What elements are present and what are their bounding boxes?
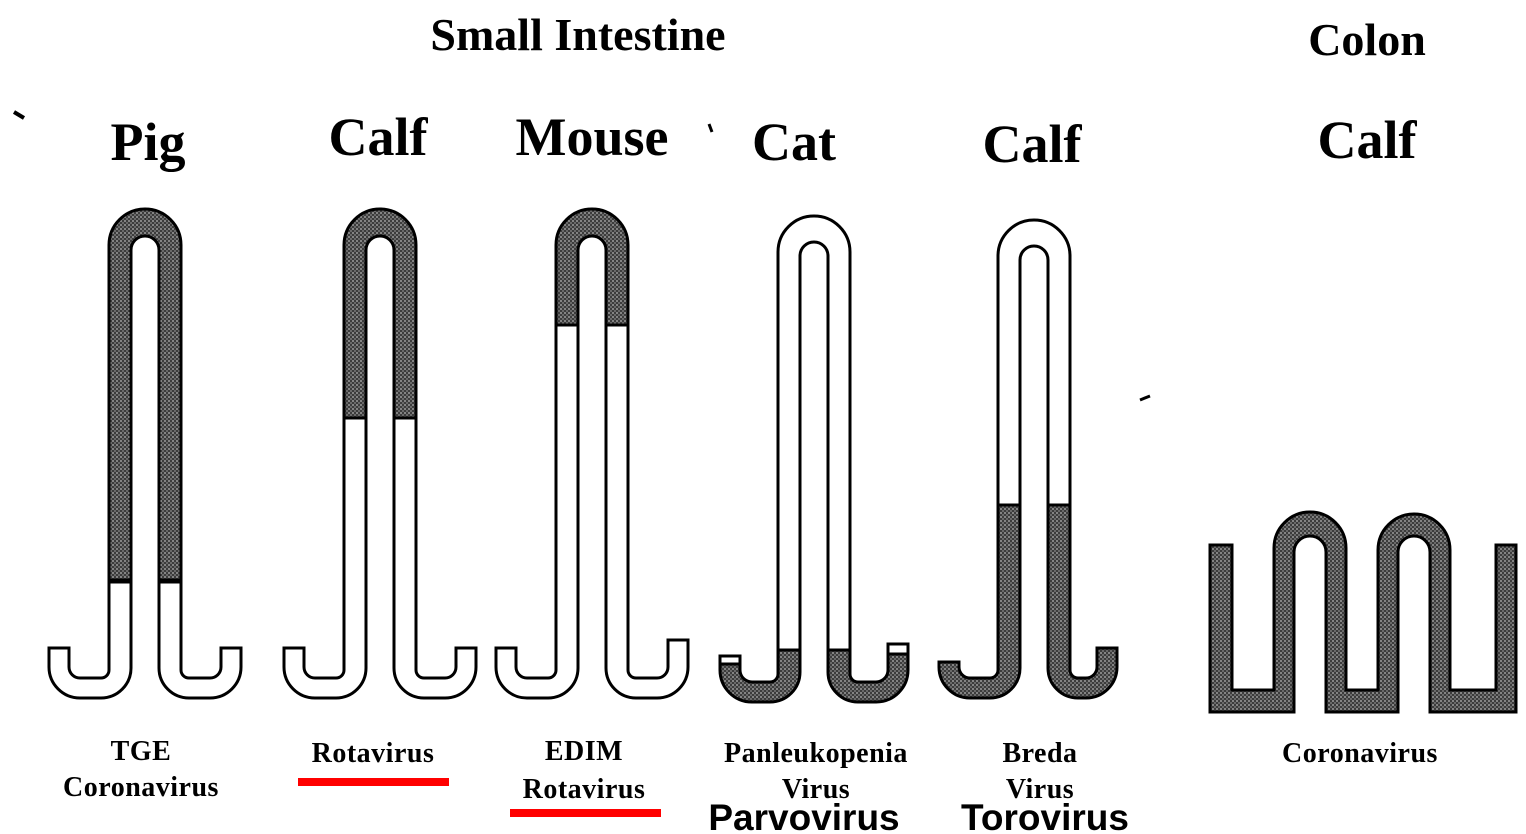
colon-calf-coronavirus — [1210, 512, 1516, 712]
scan-mark — [1140, 396, 1150, 400]
animal-title-calf-2: Calf — [983, 114, 1083, 174]
animal-title-cat: Cat — [752, 112, 836, 172]
label-tge: TGE — [111, 736, 172, 767]
underline-rotavirus — [298, 778, 449, 786]
villus-cat-panleukopenia — [720, 216, 908, 702]
animal-title-calf-colon: Calf — [1318, 110, 1418, 170]
colon-heading: Colon — [1308, 14, 1426, 65]
label-parvovirus: Parvovirus — [708, 797, 899, 834]
animal-title-pig: Pig — [111, 112, 186, 172]
label-edim-rotavirus: Rotavirus — [523, 774, 646, 805]
animal-title-calf: Calf — [329, 107, 429, 167]
label-colon-coronavirus: Coronavirus — [1282, 738, 1438, 769]
small-intestine-heading: Small Intestine — [430, 9, 725, 60]
villus-pig-tge — [49, 209, 241, 705]
scan-mark — [709, 124, 712, 132]
scan-mark — [14, 112, 24, 118]
villus-calf-breda — [939, 220, 1117, 698]
label-rotavirus: Rotavirus — [312, 738, 435, 769]
underline-edim-rotavirus — [510, 809, 661, 817]
label-edim: EDIM — [545, 736, 623, 767]
animal-title-mouse: Mouse — [516, 107, 669, 167]
villus-mouse-edim — [496, 209, 688, 698]
villus-calf-rotavirus — [284, 209, 476, 698]
label-tge-coronavirus: Coronavirus — [63, 772, 219, 803]
label-breda: Breda — [1002, 738, 1077, 769]
label-torovirus: Torovirus — [961, 797, 1129, 834]
label-panleukopenia: Panleukopenia — [724, 738, 908, 769]
